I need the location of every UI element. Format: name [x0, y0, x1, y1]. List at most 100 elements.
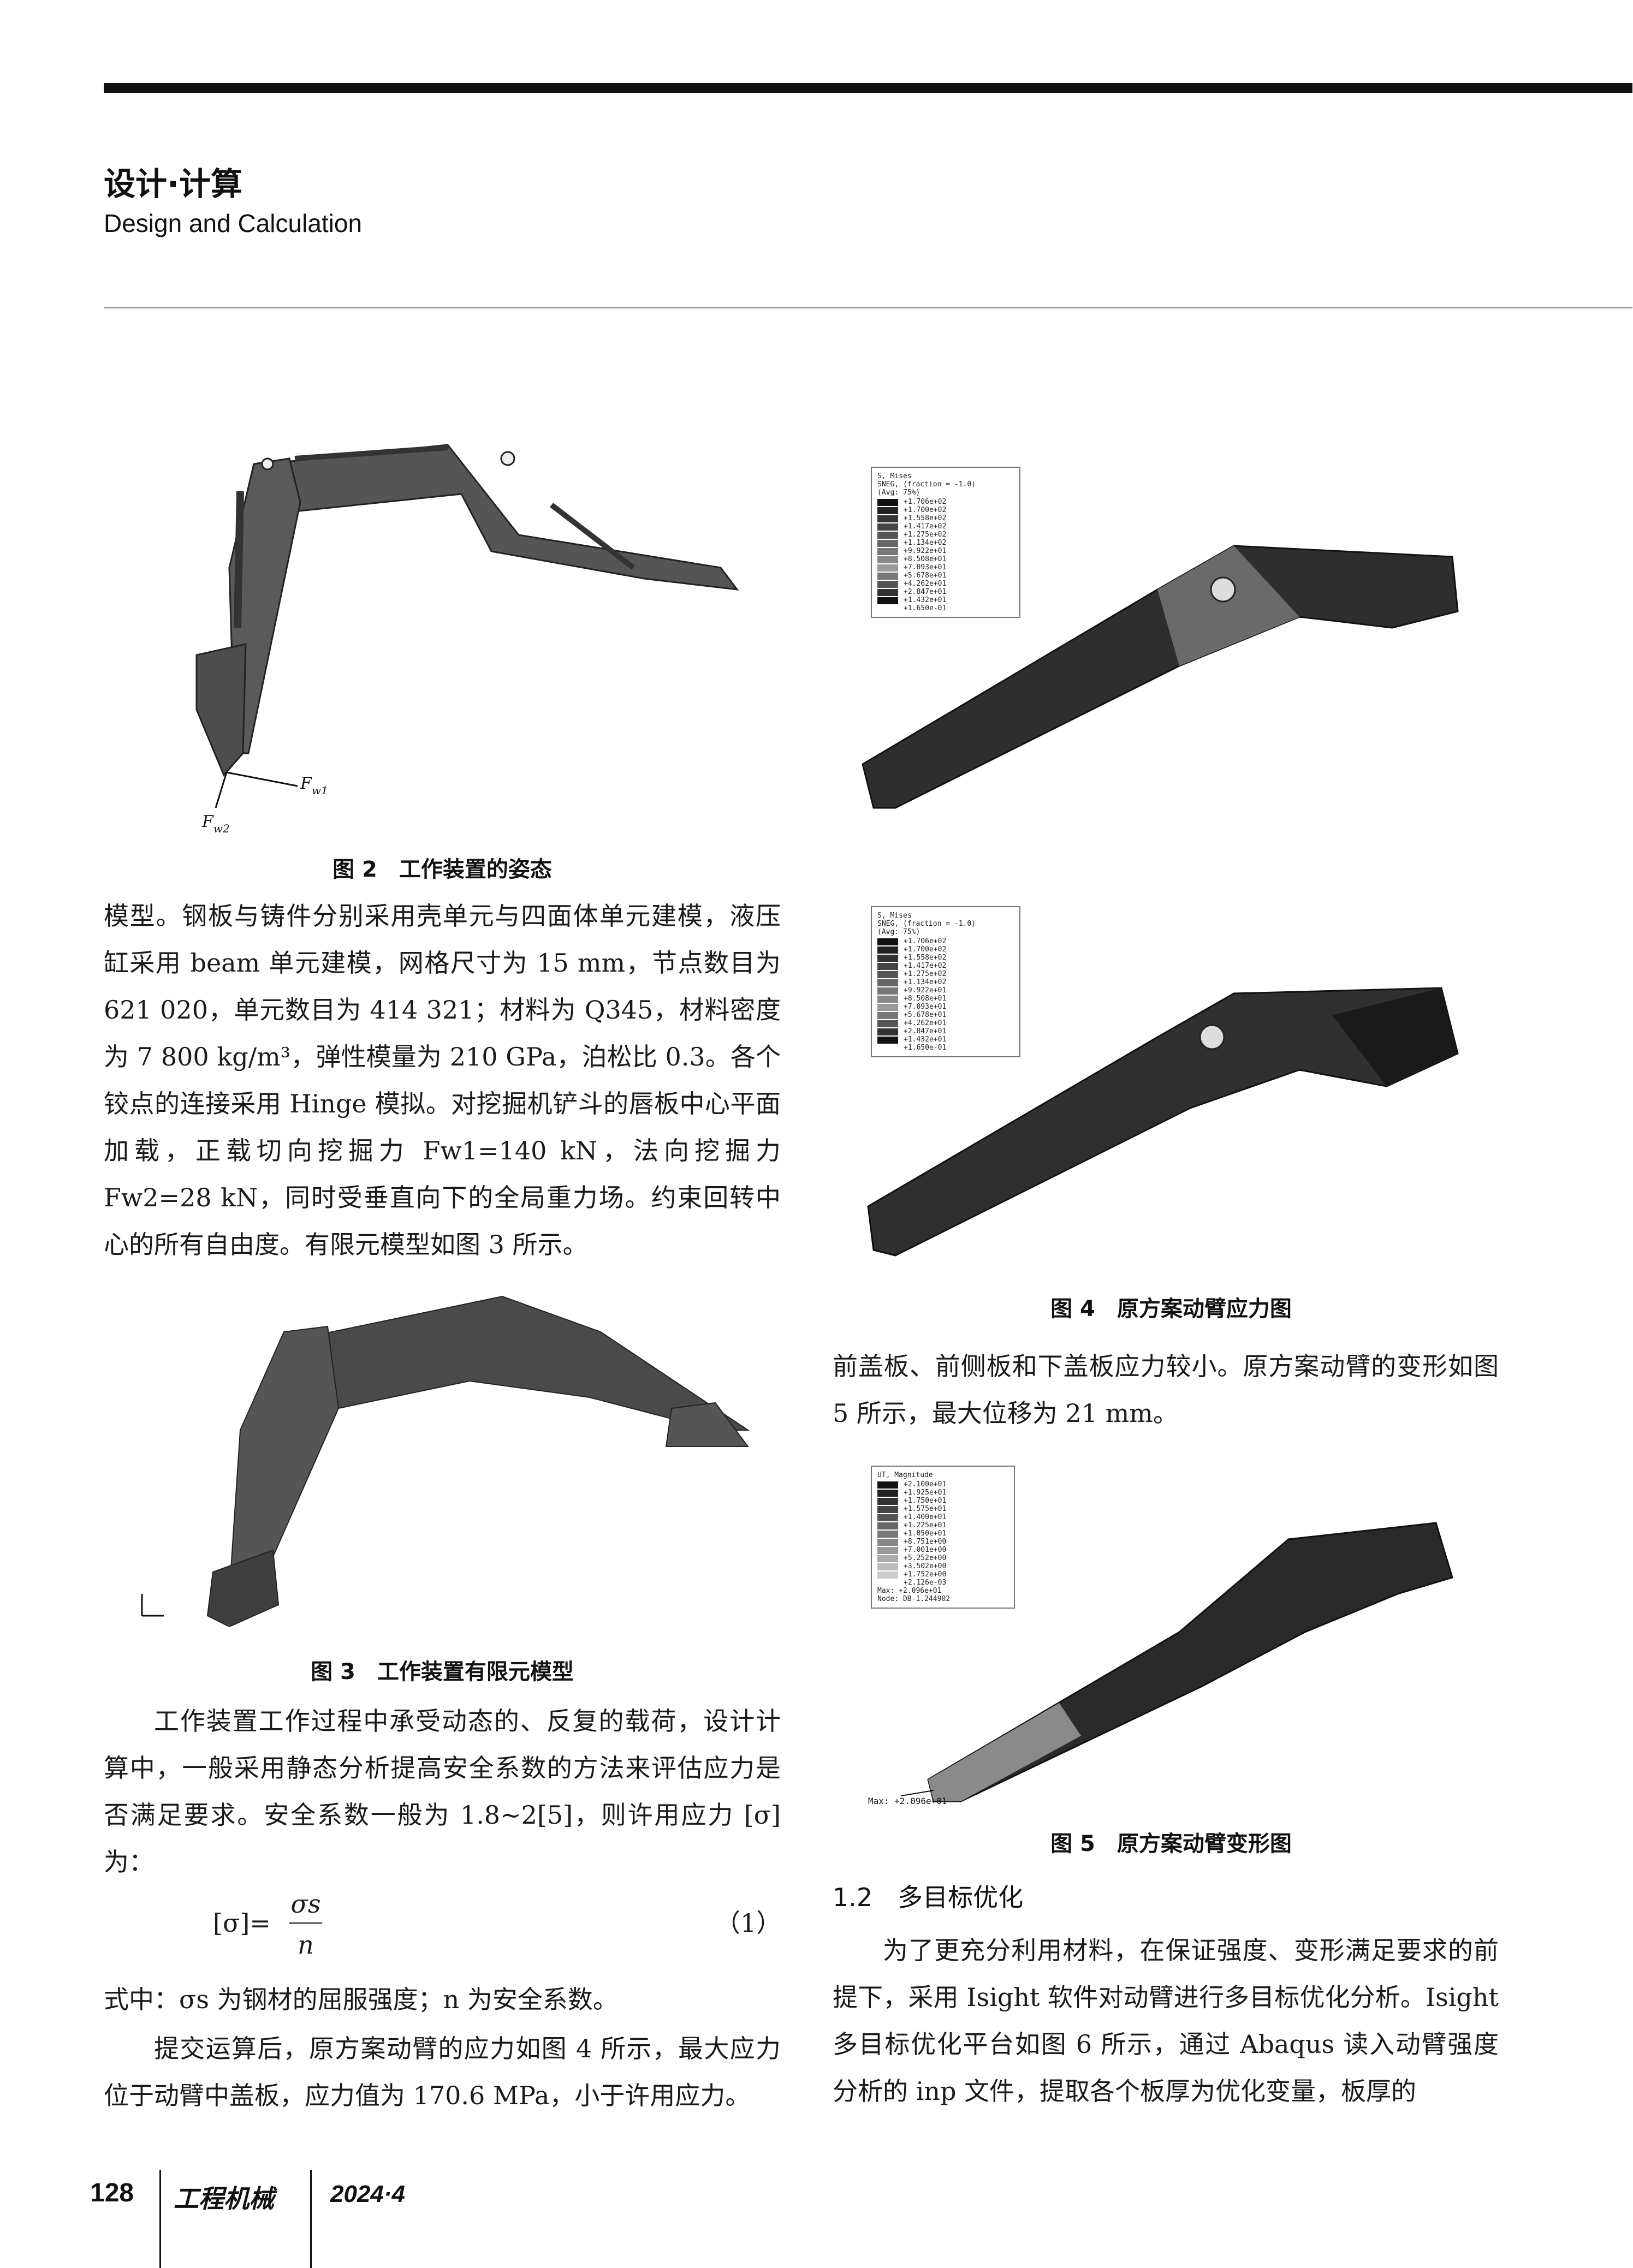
legend-max: Max: +2.096e+01: [877, 1587, 942, 1595]
figure-3-caption: 图 3 工作装置有限元模型: [311, 1659, 574, 1684]
figure-5-caption: 图 5 原方案动臂变形图: [1050, 1831, 1292, 1856]
legend-value: +1.417e+02: [904, 522, 947, 531]
legend-value: +1.050e+01: [904, 1529, 947, 1538]
legend-value: +1.700e+02: [904, 506, 947, 514]
formula-denominator: n: [298, 1930, 314, 1960]
legend-value: +1.134e+02: [904, 978, 947, 986]
legend-value: +5.252e+00: [904, 1554, 947, 1562]
boom-stress-shape: [862, 545, 1459, 809]
deform-max-zone: [928, 1703, 1081, 1801]
fw2-sub: w2: [213, 822, 230, 835]
legend-value: +1.432e+01: [904, 596, 947, 604]
legend-value: +9.922e+01: [904, 547, 947, 555]
right-paragraph-2: 为了更充分利用材料，在保证强度、变形满足要求的前提下，采用 Isight 软件对…: [833, 1936, 1499, 2106]
legend-value: +5.678e+01: [904, 572, 947, 580]
legend-value: +1.275e+02: [904, 970, 947, 978]
stress-hotspot: [1157, 546, 1299, 666]
legend-title: S, Mises SNEG, (fraction = -1.0) (Avg: 7…: [877, 912, 976, 936]
legend-value: +1.134e+02: [904, 539, 947, 547]
boom-arm: [264, 444, 739, 591]
boom-hinge: [1210, 576, 1236, 603]
legend-value: +1.925e+01: [904, 1489, 947, 1497]
right-paragraph-1: 前盖板、前侧板和下盖板应力较小。原方案动臂的变形如图 5 所示，最大位移为 21…: [833, 1352, 1499, 1428]
stick-arm: [228, 457, 301, 754]
footer-divider: [310, 2170, 312, 2268]
legend-value: +2.847e+01: [904, 1027, 947, 1035]
legend-value: +1.706e+02: [904, 498, 947, 506]
legend-value: +1.750e+01: [904, 1497, 947, 1505]
force-fw1-arrow: [226, 771, 298, 787]
legend-value: +7.093e+01: [904, 563, 947, 572]
figure-4-boom-stress-top: [862, 545, 1459, 809]
figure-5-boom-deformation: Max: +2.096e+01: [868, 1522, 1453, 1806]
legend-value: +9.922e+01: [904, 986, 947, 995]
legend-value: +1.650e-01: [904, 1044, 947, 1052]
left-paragraph-3: 式中：σs 为钢材的屈服强度；n 为安全系数。: [104, 1985, 618, 2014]
legend-value: +1.706e+02: [904, 937, 947, 945]
boom-cylinder: [294, 445, 448, 461]
svg-text:Fw2: Fw2: [201, 812, 230, 835]
legend-title: UT, Magnitude: [877, 1471, 933, 1479]
figure-3-fe-model: [141, 1295, 750, 1627]
formula-number: （1）: [715, 1908, 782, 1938]
fw1-sub: w1: [312, 784, 328, 797]
legend-value: +2.100e+01: [904, 1480, 947, 1489]
legend-value: +8.508e+01: [904, 555, 947, 563]
legend-node: Node: DB-1.244902: [877, 1595, 951, 1603]
legend-value: +4.262e+01: [904, 580, 947, 588]
legend-value: +2.847e+01: [904, 588, 947, 596]
legend-value: +8.751e+00: [904, 1538, 947, 1546]
legend-value: +1.432e+01: [904, 1035, 947, 1044]
legend-value: +1.700e+02: [904, 945, 947, 954]
issue-number: 2024·4: [330, 2181, 406, 2207]
section-title-cn: 设计·计算: [104, 165, 243, 203]
svg-text:Fw1: Fw1: [300, 774, 328, 797]
fe-base: [665, 1402, 749, 1447]
hinge-pin: [500, 451, 515, 466]
fw2-label: F: [201, 812, 214, 831]
formula-fraction-bar: [289, 1922, 322, 1924]
figure-4-legend-bottom: S, Mises SNEG, (fraction = -1.0) (Avg: 7…: [871, 906, 1020, 1057]
legend-value: +1.275e+02: [904, 531, 947, 539]
legend-value: +1.650e-01: [904, 604, 947, 612]
legend-value: +1.752e+00: [904, 1570, 947, 1579]
footer-divider: [159, 2170, 161, 2268]
figure-4-caption: 图 4 原方案动臂应力图: [1050, 1296, 1292, 1321]
legend-value: +1.558e+02: [904, 954, 947, 962]
figure-4-boom-stress-bottom: [867, 987, 1459, 1257]
bucket-cylinder: [549, 503, 636, 570]
legend-value: +1.558e+02: [904, 514, 947, 522]
legend-title: S, Mises SNEG, (fraction = -1.0) (Avg: 7…: [877, 472, 976, 497]
legend-value: +8.508e+01: [904, 995, 947, 1003]
legend-value: +1.417e+02: [904, 962, 947, 970]
hinge-pin: [261, 457, 274, 471]
bucket: [195, 643, 247, 777]
figure-5-legend: UT, Magnitude +2.100e+01+1.925e+01+1.750…: [871, 1466, 1015, 1609]
legend-value: +7.093e+01: [904, 1003, 947, 1011]
stress-lowzone: [1332, 988, 1458, 1086]
legend-value: +7.001e+00: [904, 1546, 947, 1554]
fe-bucket: [206, 1549, 280, 1627]
legend-value: +5.678e+01: [904, 1011, 947, 1019]
stick-cylinder: [234, 491, 244, 628]
page-number: 128: [90, 2178, 134, 2207]
boom-hinge: [1199, 1024, 1225, 1050]
figure-2-caption: 图 2 工作装置的姿态: [332, 857, 552, 882]
legend-value: +1.400e+01: [904, 1513, 947, 1521]
left-paragraph-4: 提交运算后，原方案动臂的应力如图 4 所示，最大应力位于动臂中盖板，应力值为 1…: [104, 2034, 781, 2110]
figure-4-legend-top: S, Mises SNEG, (fraction = -1.0) (Avg: 7…: [871, 467, 1020, 618]
figure-2-posture-diagram: Fw1 Fw2: [195, 444, 739, 835]
section-heading-1-2: 1.2 多目标优化: [833, 1883, 1024, 1912]
legend-value: +3.502e+00: [904, 1562, 947, 1570]
section-title-en: Design and Calculation: [104, 209, 363, 237]
journal-name: 工程机械: [174, 2184, 274, 2213]
formula-numerator: σs: [290, 1889, 321, 1919]
fe-stick: [228, 1325, 340, 1594]
left-paragraph-1: 模型。钢板与铸件分别采用壳单元与四面体单元建模，液压缸采用 beam 单元建模，…: [104, 901, 781, 1259]
fw1-label: F: [300, 774, 312, 793]
max-leader-line: [900, 1790, 934, 1796]
legend-value: +2.126e-03: [904, 1579, 947, 1587]
header-rule: [104, 307, 1632, 308]
formula-lhs: [σ]=: [213, 1908, 271, 1938]
legend-value: +1.225e+01: [904, 1521, 947, 1529]
